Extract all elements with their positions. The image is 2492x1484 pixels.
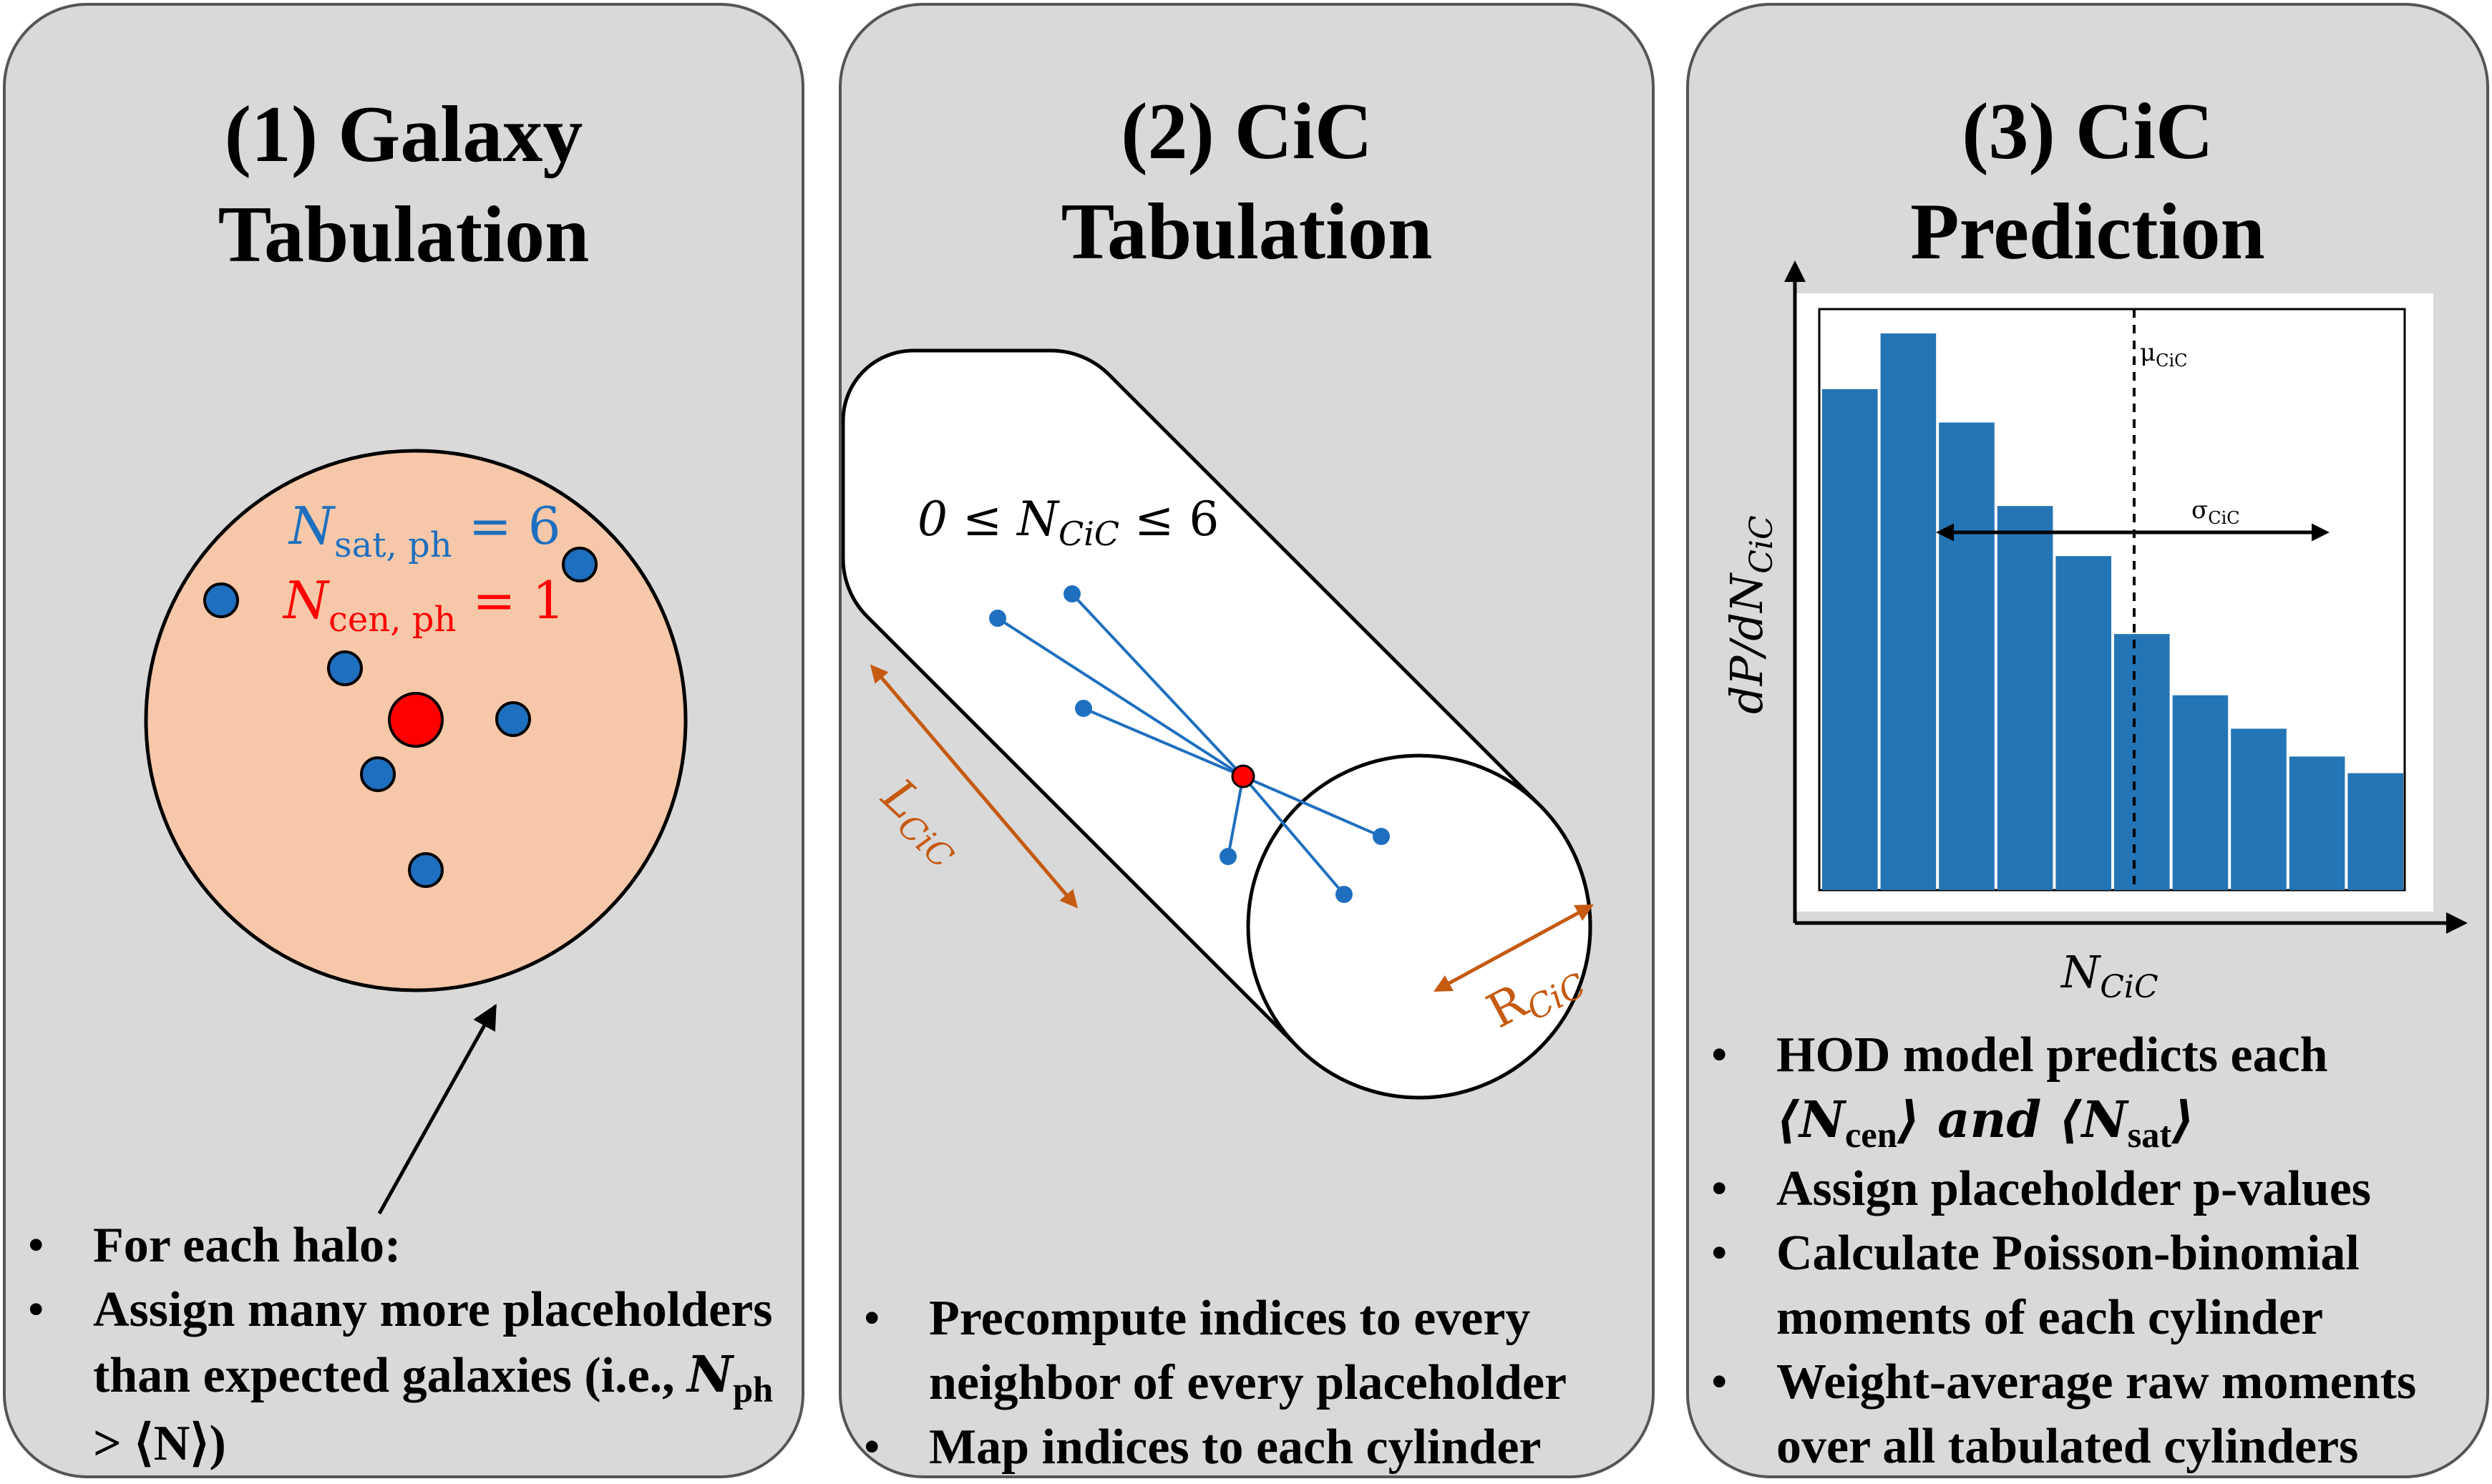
panel-3-title-line-2: Prediction [1910, 187, 2265, 276]
neighbor-point [989, 610, 1006, 627]
satellite-point [408, 852, 444, 888]
panel-1-title-line-1: (1) Galaxy [224, 90, 583, 179]
panel-3-bullet: HOD model predicts each⟨Ncen⟩ and ⟨Nsat⟩ [1710, 1023, 2483, 1157]
central-point [388, 692, 444, 748]
cic-prediction-panel: (3) CiC Prediction μCiC σCiC dP/dNCiC NC… [1686, 3, 2489, 1478]
histogram-bar [2231, 728, 2287, 890]
length-label: LCiC [867, 768, 977, 877]
neighbor-point [1335, 886, 1353, 903]
neighbor-point [1220, 848, 1237, 865]
std-label: σCiC [2191, 496, 2240, 528]
histogram-bars [1822, 333, 2403, 890]
satellite-point [327, 650, 363, 686]
panel-2-bullets: Precompute indices to every neighbor of … [863, 1287, 1636, 1480]
panel-3-bullet: Weight-average raw moments over all tabu… [1710, 1350, 2483, 1479]
x-axis-label: NCiC [2060, 946, 2158, 1005]
panel-3-bullets: HOD model predicts each⟨Ncen⟩ and ⟨Nsat⟩… [1710, 1023, 2483, 1479]
panel-1-bullet: Assign many more placeholders than expec… [27, 1278, 786, 1476]
neighbor-links [996, 592, 1382, 896]
panel-2-bullet: Precompute indices to every neighbor of … [863, 1287, 1636, 1415]
y-axis-label: dP/dNCiC [1720, 515, 1780, 714]
histogram-bar [2289, 756, 2345, 890]
panel-2-title-line-1: (2) CiC [1121, 87, 1373, 176]
neighbor-point [1064, 585, 1081, 602]
panel-3-title-line-1: (3) CiC [1962, 87, 2214, 176]
histogram-bar [2347, 773, 2403, 890]
nsat-label: Nsat, ph = 6 [288, 496, 561, 565]
cylinder-end-cap [1246, 753, 1592, 1100]
histogram-bar [2055, 556, 2111, 890]
satellite-points [203, 547, 598, 888]
plot-frame [1818, 308, 2406, 892]
cylinder-diagram: 0 ≤ NCiC ≤ 6 LCiC RCiC [842, 348, 1594, 1100]
panel-2-bullet: Map indices to each cylinder [863, 1415, 1636, 1480]
panel-3-bullet: Calculate Poisson-binomial moments of ea… [1710, 1221, 2483, 1350]
satellite-point [203, 582, 239, 618]
galaxy-tabulation-panel: (1) Galaxy Tabulation Nsat, ph = 6 Ncen,… [3, 3, 804, 1478]
panel-2-title-line-2: Tabulation [1061, 187, 1433, 276]
histogram-bar [1822, 389, 1878, 890]
cic-range-label: 0 ≤ NCiC ≤ 6 [918, 492, 1219, 553]
histogram-bar [1880, 333, 1937, 890]
radius-arrow [1434, 904, 1594, 992]
length-arrow [870, 664, 1079, 909]
histogram-bar [1997, 506, 2053, 890]
neighbor-points [989, 585, 1390, 903]
halo-diagram: Nsat, ph = 6 Ncen, ph = 1 [144, 449, 688, 1215]
pointer-arrow [377, 1003, 497, 1215]
cic-distribution-chart: μCiC σCiC dP/dNCiC NCiC [1720, 260, 2468, 1005]
neighbor-point [1075, 700, 1092, 717]
satellite-point [495, 701, 531, 737]
cic-tabulation-panel: (2) CiC Tabulation 0 ≤ NCiC ≤ 6 [839, 3, 1655, 1480]
central-placeholder [1231, 764, 1255, 789]
panel-1-bullets: For each halo: Assign many more placehol… [27, 1214, 786, 1476]
ncen-label: Ncen, ph = 1 [282, 570, 565, 640]
histogram-bar [2114, 634, 2170, 890]
panel-1-bullet: For each halo: [27, 1214, 786, 1278]
panel-1-title-line-2: Tabulation [218, 190, 590, 279]
satellite-point [360, 756, 396, 792]
mean-label: μCiC [2140, 338, 2188, 371]
histogram-bar [2172, 695, 2229, 890]
panel-3-bullet: Assign placeholder p-values [1710, 1157, 2483, 1221]
satellite-point [562, 547, 598, 582]
neighbor-point [1373, 828, 1390, 845]
histogram-bar [1939, 422, 1995, 890]
